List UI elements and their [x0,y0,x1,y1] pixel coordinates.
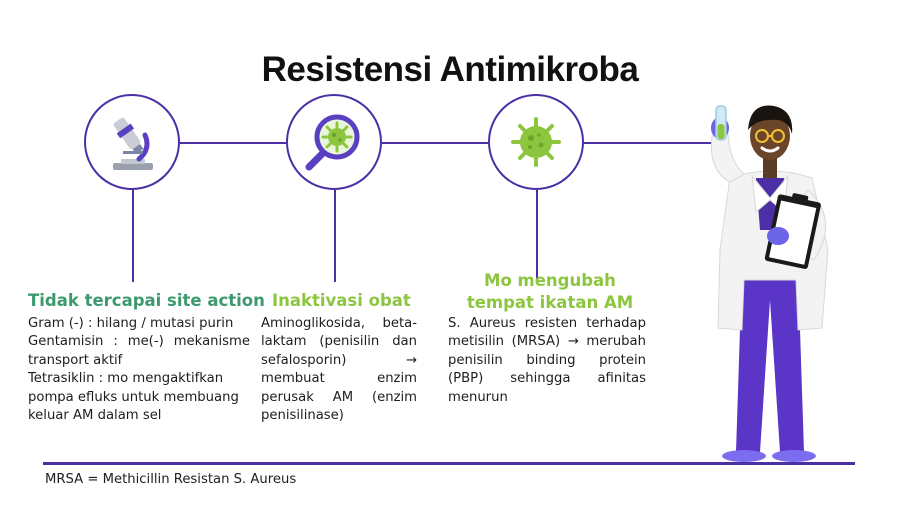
column-heading: Tidak tercapai site action [28,291,265,310]
footnote: MRSA = Methicillin Resistan S. Aureus [45,472,297,487]
column-text: S. Aureus resisten terhadap metisilin (M… [448,316,646,405]
column-heading: Mo mengubah tempat ikatan AM [450,270,650,314]
magnifier-virus-icon [305,114,360,171]
text-line: Gentamisin : me(-) mekanisme transport a… [28,334,250,368]
text-line: Gram (-) : hilang / mutasi purin [28,316,234,331]
column-text: Gram (-) : hilang / mutasi purin Gentami… [28,315,250,425]
timeline-stem [334,190,336,282]
text-line: Tetrasiklin : mo mengaktifkan pompa eflu… [28,371,239,424]
timeline-stem [536,190,538,282]
column-heading: Inaktivasi obat [272,291,411,310]
microscope-icon [113,117,153,170]
timeline-connector [180,142,287,144]
timeline-connector [584,142,714,144]
virus-node [488,94,584,190]
heading-line: Mo mengubah [484,271,616,290]
virus-icon [511,117,561,167]
scientist-illustration [710,105,829,462]
bottom-divider [43,462,855,465]
heading-line: tempat ikatan AM [466,293,634,312]
timeline-stem [132,190,134,282]
page-title: Resistensi Antimikroba [261,50,639,89]
magnifier-node [286,94,382,190]
microscope-node [84,94,180,190]
column-text: Aminoglikosida, beta-laktam (penisilin d… [261,316,417,424]
timeline-connector [382,142,489,144]
